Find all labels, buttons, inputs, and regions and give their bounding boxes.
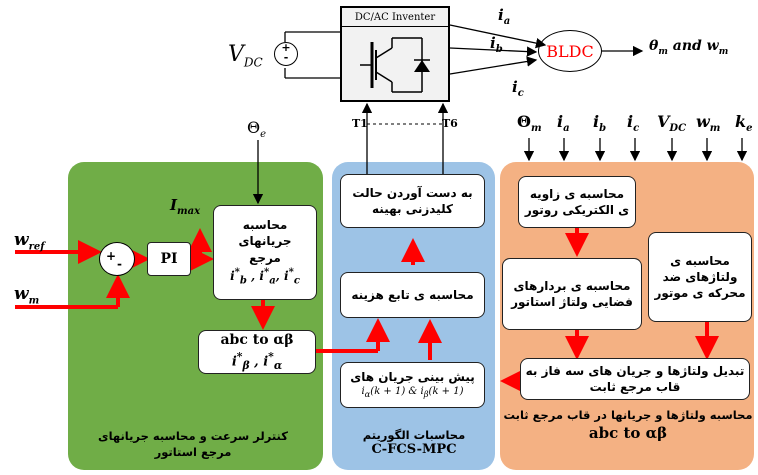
ia-input: ia	[557, 112, 570, 135]
stator-voltage-vector-block: محاسبه ی بردارهای فضایی ولتاژ استاتور	[502, 258, 642, 330]
right-input-arrows	[523, 138, 748, 162]
phase-a-line	[449, 24, 547, 49]
left-panel-caption: کنترلر سرعت و محاسبه جریانهای مرجع استات…	[98, 429, 288, 460]
plus-symbol: +	[281, 41, 291, 54]
phase-a-label: ia	[498, 6, 511, 27]
summing-junction: + -	[99, 242, 135, 276]
back-emf-block: محاسبه ی ولتاژهای ضد محرکه ی موتور	[648, 232, 752, 322]
reference-current-block: محاسبه جریانهای مرجع i*b , i*a, i*c	[213, 205, 317, 300]
theta-m-input: Θm	[517, 112, 542, 135]
inverter-block: DC/AC Inventer	[340, 6, 450, 102]
sum-minus: -	[117, 257, 122, 271]
motor-label: BLDC	[546, 41, 594, 61]
pi-block: PI	[147, 242, 191, 276]
phase-c-line	[449, 56, 538, 75]
ke-input: ke	[735, 112, 753, 135]
vdc-input: VDC	[657, 112, 687, 135]
w-ref-label: wref	[14, 230, 45, 253]
dc-voltage-label: VDC	[228, 42, 263, 70]
mpc-panel-caption: محاسبات الگوریتم C-FCS-MPC	[362, 428, 466, 457]
w-m-label: wm	[14, 284, 40, 307]
phase-c-label: ic	[512, 78, 524, 99]
reference-current-title: محاسبه جریانهای مرجع	[238, 218, 292, 265]
current-prediction-block: پیش بینی جریان های iα(k + 1) & iβ(k + 1)	[340, 362, 485, 408]
igbt-icon	[360, 37, 430, 93]
bldc-motor: BLDC	[538, 30, 602, 72]
dc-source-circle: +-	[274, 42, 298, 66]
ib-input: ib	[593, 112, 607, 135]
theta-e-label: Θe	[247, 118, 267, 141]
imax-label: Imax	[170, 196, 201, 217]
ic-input: ic	[627, 112, 640, 135]
three-phase-transform-block: تبدیل ولتاژها و جریان های سه فاز به قاب …	[520, 358, 750, 400]
prediction-title: پیش بینی جریان های	[350, 370, 475, 385]
motor-output-label: θm and wm	[649, 38, 729, 57]
reference-current-vars: i*b , i*a, i*c	[230, 266, 300, 287]
abc-block-vars: i*β , i*α	[231, 349, 283, 372]
abc-block-title: abc to αβ	[220, 331, 294, 348]
minus-symbol: -	[283, 51, 289, 64]
t1-label: T1	[352, 117, 368, 130]
abc-to-alpha-beta-block: abc to αβ i*β , i*α	[198, 330, 316, 374]
cost-function-block: محاسبه ی تابع هزینه	[340, 272, 485, 318]
sum-plus: +	[106, 249, 117, 263]
wm-input: wm	[696, 112, 721, 135]
optimal-switching-block: به دست آوردن حالت کلیدزنی بهینه	[340, 174, 485, 228]
right-panel-caption: محاسبه ولتاژها و جریانها در قاب مرجع ثاب…	[503, 408, 753, 442]
t6-label: T6	[442, 117, 458, 130]
rotor-angle-block: محاسبه ی زاویه ی الکتریکی روتور	[518, 176, 636, 228]
prediction-vars: iα(k + 1) & iβ(k + 1)	[361, 386, 464, 400]
inverter-title: DC/AC Inventer	[342, 12, 448, 27]
phase-b-line	[449, 46, 538, 57]
phase-b-label: ib	[490, 34, 503, 55]
